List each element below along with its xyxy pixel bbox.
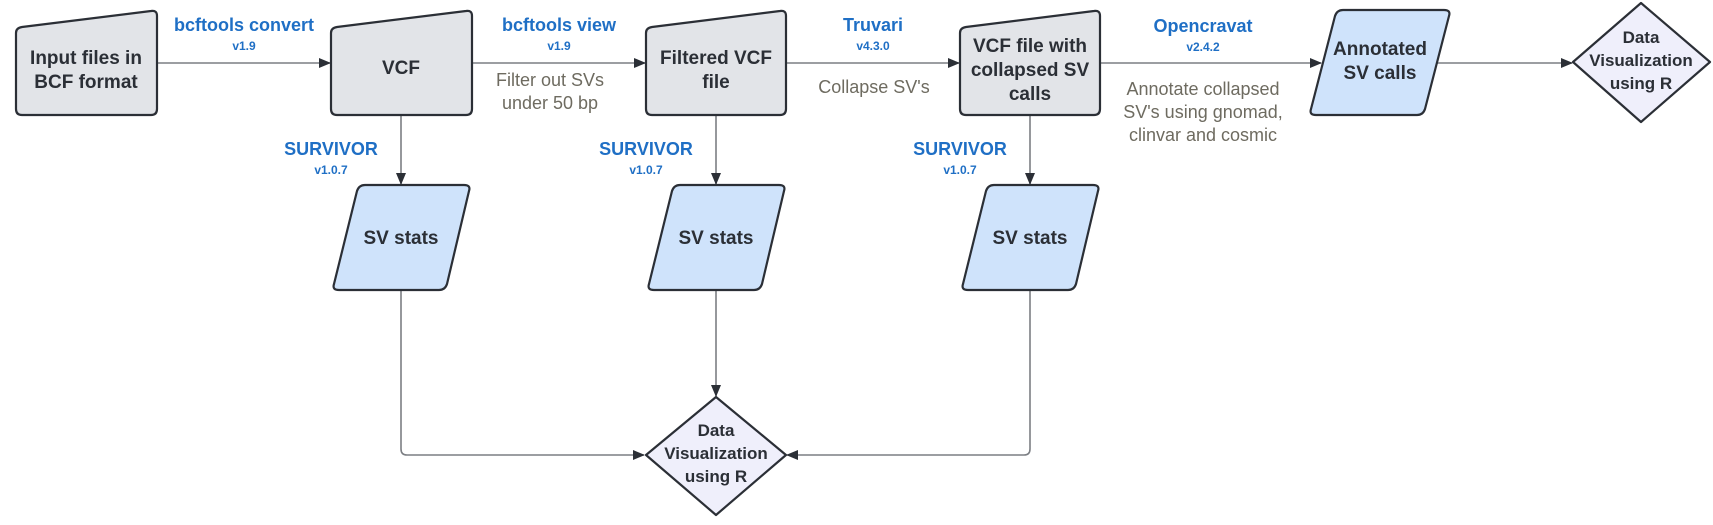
tool-name: bcftools view <box>502 15 617 35</box>
node-stats1-label: SV stats <box>364 228 439 249</box>
node-sv-stats-2[interactable]: SV stats <box>647 183 786 292</box>
tool-version: v1.0.7 <box>943 163 977 177</box>
label-bcftools-convert: bcftools convert v1.9 <box>174 15 314 53</box>
node-viz-top-line-2: Visualization <box>1589 51 1693 70</box>
tool-name: Opencravat <box>1153 16 1252 36</box>
tool-version: v1.0.7 <box>629 163 663 177</box>
node-sv-stats-1[interactable]: SV stats <box>332 183 471 292</box>
node-viz-top-line-3: using R <box>1610 74 1672 93</box>
note-line-1: Collapse SV's <box>818 77 930 97</box>
note-line-1: Annotate collapsed <box>1126 79 1279 99</box>
node-filtered-line-2: file <box>702 72 729 93</box>
node-input-line-2: BCF format <box>34 72 138 93</box>
node-collapsed-line-2: collapsed SV <box>971 60 1090 81</box>
node-collapsed-line-1: VCF file with <box>973 36 1087 57</box>
label-truvari: Truvari v4.3.0 Collapse SV's <box>818 15 930 97</box>
node-filtered-line-1: Filtered VCF <box>660 48 772 69</box>
node-viz-bottom-line-1: Data <box>698 421 735 440</box>
node-input-files[interactable]: Input files in BCF format <box>14 9 159 117</box>
tool-version: v1.9 <box>232 39 256 53</box>
note-line-1: Filter out SVs <box>496 70 604 90</box>
node-viz-bottom-line-3: using R <box>685 467 747 486</box>
note-line-2: under 50 bp <box>502 93 598 113</box>
node-viz-top-line-1: Data <box>1623 28 1660 47</box>
node-annotated-line-1: Annotated <box>1333 39 1427 60</box>
tool-name: Truvari <box>843 15 903 35</box>
tool-name: SURVIVOR <box>913 139 1007 159</box>
tool-version: v1.0.7 <box>314 163 348 177</box>
node-collapsed-line-3: calls <box>1009 84 1051 105</box>
note-line-3: clinvar and cosmic <box>1129 125 1277 145</box>
edge-stats3-to-viz <box>786 290 1031 460</box>
node-stats3-label: SV stats <box>993 228 1068 249</box>
note-line-2: SV's using gnomad, <box>1123 102 1283 122</box>
edge-stats1-to-viz <box>400 290 645 460</box>
node-annotated-line-2: SV calls <box>1344 63 1417 84</box>
node-data-visualization-bottom[interactable]: Data Visualization using R <box>644 395 788 517</box>
tool-name: bcftools convert <box>174 15 314 35</box>
tool-name: SURVIVOR <box>284 139 378 159</box>
label-opencravat: Opencravat v2.4.2 Annotate collapsed SV'… <box>1123 16 1283 145</box>
node-viz-bottom-line-2: Visualization <box>664 444 768 463</box>
label-survivor-1: SURVIVOR v1.0.7 <box>284 139 378 177</box>
node-collapsed-vcf[interactable]: VCF file with collapsed SV calls <box>958 9 1102 117</box>
node-vcf-label: VCF <box>382 58 420 79</box>
tool-version: v4.3.0 <box>856 39 890 53</box>
node-filtered-vcf[interactable]: Filtered VCF file <box>644 9 788 117</box>
node-stats2-label: SV stats <box>679 228 754 249</box>
node-input-line-1: Input files in <box>30 48 142 69</box>
label-survivor-3: SURVIVOR v1.0.7 <box>913 139 1007 177</box>
label-survivor-2: SURVIVOR v1.0.7 <box>599 139 693 177</box>
tool-version: v2.4.2 <box>1186 40 1220 54</box>
node-sv-stats-3[interactable]: SV stats <box>961 183 1100 292</box>
node-data-visualization-top[interactable]: Data Visualization using R <box>1571 1 1712 124</box>
node-vcf[interactable]: VCF <box>329 9 474 117</box>
tool-version: v1.9 <box>547 39 571 53</box>
node-annotated-sv-calls[interactable]: Annotated SV calls <box>1309 8 1451 117</box>
tool-name: SURVIVOR <box>599 139 693 159</box>
label-bcftools-view: bcftools view v1.9 Filter out SVs under … <box>496 15 617 113</box>
